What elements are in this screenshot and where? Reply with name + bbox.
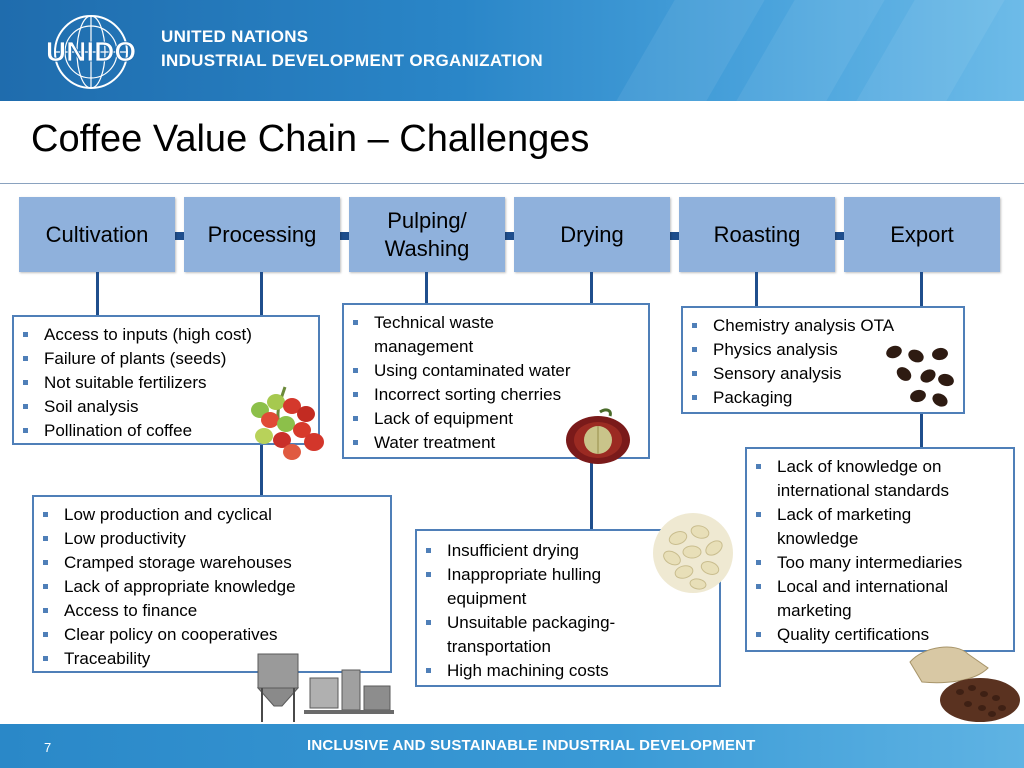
stage-drying: Drying xyxy=(514,197,670,272)
list-item: Lack of appropriate knowledge xyxy=(34,575,390,599)
coffee-sack-photo xyxy=(904,642,1022,724)
stage-pulping-washing: Pulping/ Washing xyxy=(349,197,505,272)
list-item: Inappropriate hulling equipment xyxy=(417,563,719,611)
header-banner: UNIDO UNITED NATIONS INDUSTRIAL DEVELOPM… xyxy=(0,0,1024,101)
list-item: Using contaminated water xyxy=(344,359,636,383)
unido-logo: UNIDO xyxy=(36,8,146,96)
list-item: Quality certifications xyxy=(747,623,1013,647)
list-item: Low productivity xyxy=(34,527,390,551)
org-name-line2: INDUSTRIAL DEVELOPMENT ORGANIZATION xyxy=(161,51,543,70)
halved-coffee-cherry-photo xyxy=(560,408,640,468)
list-item: Local and international marketing xyxy=(747,575,1013,623)
challenges-pulping-washing: Technical waste management Using contami… xyxy=(342,303,650,459)
list-item: Lack of equipment xyxy=(344,407,636,431)
list-item: Failure of plants (seeds) xyxy=(14,347,318,371)
footer-banner: 7 INCLUSIVE AND SUSTAINABLE INDUSTRIAL D… xyxy=(0,724,1024,768)
coffee-processing-machinery-photo xyxy=(254,650,394,724)
logo-text: UNIDO xyxy=(46,36,136,67)
connector-export-top xyxy=(920,272,923,306)
challenges-processing: Low production and cyclical Low producti… xyxy=(32,495,392,673)
list-item: Pollination of coffee xyxy=(14,419,318,443)
list-item: Unsuitable packaging-transportation xyxy=(417,611,719,659)
list-item: Packaging xyxy=(683,386,963,410)
list-item: Physics analysis xyxy=(683,338,963,362)
chain-connector xyxy=(100,232,924,240)
list-item: High machining costs xyxy=(417,659,719,683)
list-item: Incorrect sorting cherries xyxy=(344,383,636,407)
stage-roasting: Roasting xyxy=(679,197,835,272)
connector-cultivation xyxy=(96,272,99,316)
stage-export: Export xyxy=(844,197,1000,272)
org-name-line1: UNITED NATIONS xyxy=(161,27,309,46)
connector-export xyxy=(920,414,923,448)
list-item: Technical waste management xyxy=(344,311,636,359)
list-item: Traceability xyxy=(34,647,390,671)
connector-drying xyxy=(590,458,593,530)
stage-processing: Processing xyxy=(184,197,340,272)
list-item: Clear policy on cooperatives xyxy=(34,623,390,647)
page-number: 7 xyxy=(44,740,52,755)
roasted-coffee-beans-photo xyxy=(882,340,958,410)
list-item: Soil analysis xyxy=(14,395,318,419)
list-item: Sensory analysis xyxy=(683,362,963,386)
challenges-export: Lack of knowledge on international stand… xyxy=(745,447,1015,652)
list-item: Cramped storage warehouses xyxy=(34,551,390,575)
list-item: Lack of marketing knowledge xyxy=(747,503,1013,551)
connector-roasting xyxy=(755,272,758,306)
list-item: Access to finance xyxy=(34,599,390,623)
list-item: Chemistry analysis OTA xyxy=(683,314,963,338)
list-item: Too many intermediaries xyxy=(747,551,1013,575)
connector-pulping xyxy=(425,272,428,304)
list-item: Lack of knowledge on international stand… xyxy=(747,455,1013,503)
title-divider xyxy=(0,183,1024,184)
list-item: Insufficient drying xyxy=(417,539,719,563)
coffee-cherries-photo xyxy=(240,382,330,462)
list-item: Not suitable fertilizers xyxy=(14,371,318,395)
page-title: Coffee Value Chain – Challenges xyxy=(31,118,590,160)
list-item: Low production and cyclical xyxy=(34,503,390,527)
challenges-cultivation: Access to inputs (high cost) Failure of … xyxy=(12,315,320,445)
footer-tagline: INCLUSIVE AND SUSTAINABLE INDUSTRIAL DEV… xyxy=(307,737,756,754)
green-coffee-beans-photo xyxy=(648,508,738,598)
connector-drying-top xyxy=(590,272,593,304)
list-item: Water treatment xyxy=(344,431,636,455)
stage-cultivation: Cultivation xyxy=(19,197,175,272)
list-item: Access to inputs (high cost) xyxy=(14,323,318,347)
